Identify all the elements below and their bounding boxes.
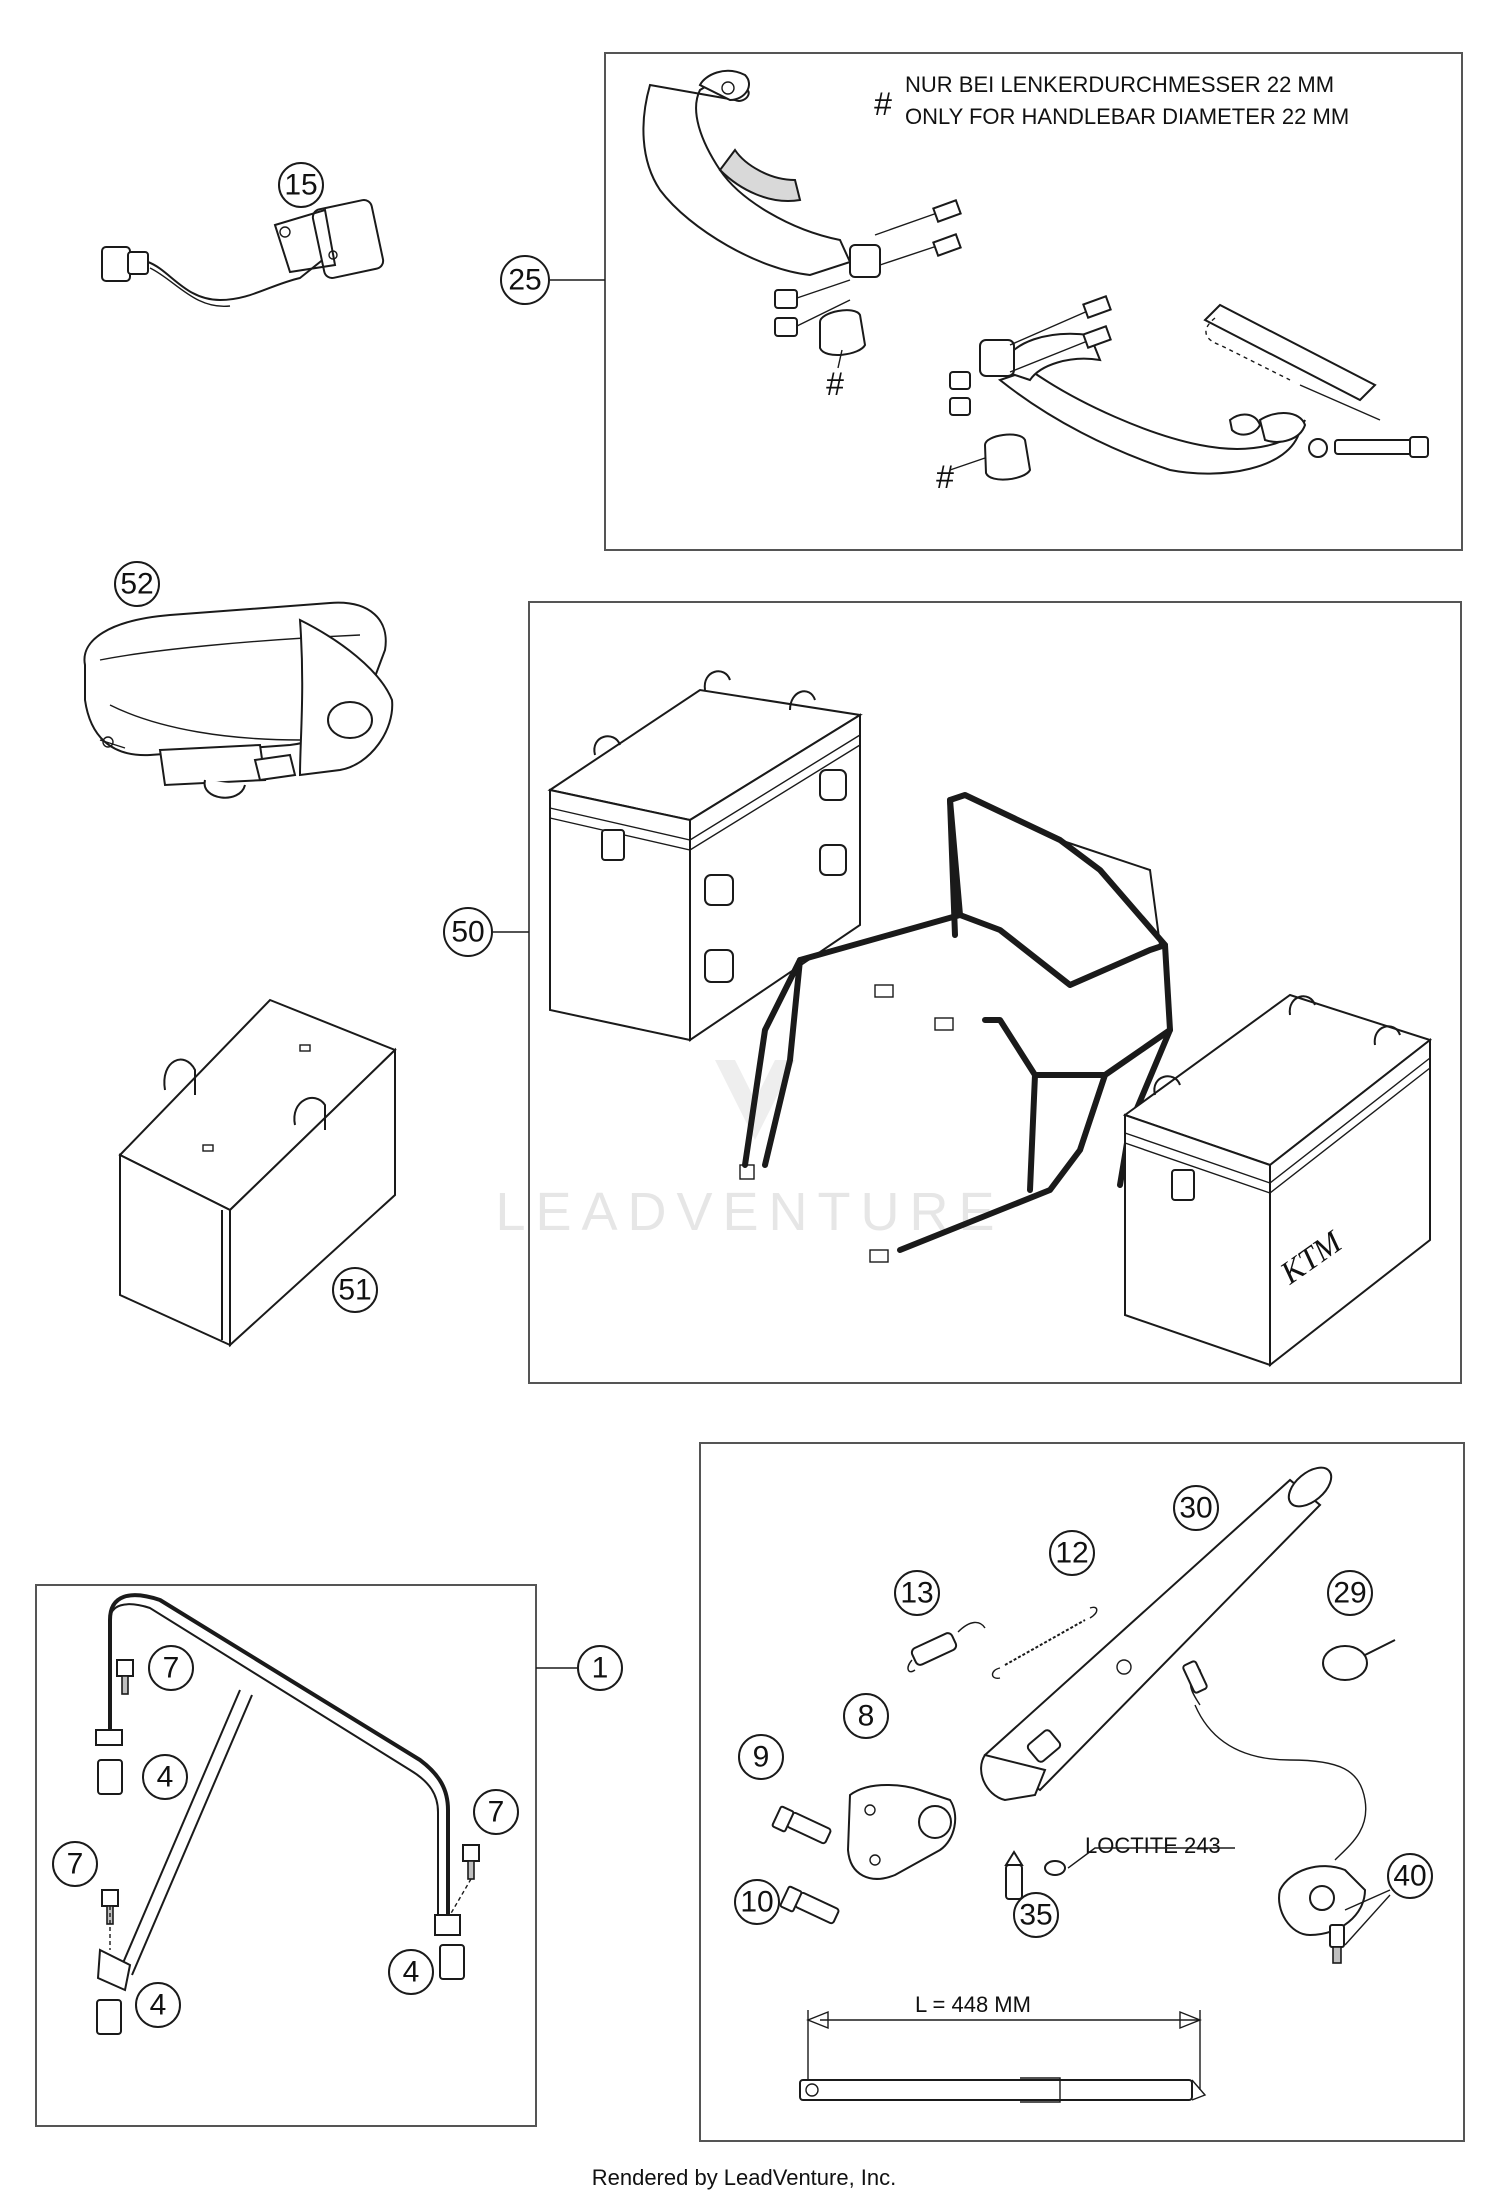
credit-line: Rendered by LeadVenture, Inc. — [592, 2165, 897, 2190]
callout-1: 1 — [577, 1645, 623, 1691]
svg-text:4: 4 — [403, 1956, 420, 1989]
handguard-left: # — [642, 69, 962, 402]
callout-52: 52 — [114, 561, 160, 607]
svg-text:52: 52 — [120, 568, 153, 601]
note-handlebar-en: ONLY FOR HANDLEBAR DIAMETER 22 MM — [905, 104, 1349, 129]
callout-8: 8 — [843, 1693, 889, 1739]
part-51-toolbox — [118, 998, 397, 1348]
length-note: L = 448 MM — [915, 1992, 1031, 2017]
rack-frame — [739, 792, 1173, 1263]
svg-text:4: 4 — [150, 1989, 167, 2022]
part-40-sensor — [1182, 1660, 1391, 1964]
callout-10: 10 — [734, 1879, 780, 1925]
callout-9: 9 — [738, 1734, 784, 1780]
svg-text:9: 9 — [753, 1741, 770, 1774]
handguard-group-frame — [604, 52, 1463, 551]
spacer-4-c — [96, 1999, 122, 2035]
svg-text:12: 12 — [1055, 1537, 1088, 1570]
left-case — [547, 670, 863, 1042]
callout-15: 15 — [278, 162, 324, 208]
callout-7-a: 7 — [148, 1645, 194, 1691]
svg-text:25: 25 — [508, 264, 541, 297]
callout-7-c: 7 — [52, 1841, 98, 1887]
side-stand-group-frame — [699, 1442, 1465, 2142]
callout-13: 13 — [894, 1570, 940, 1616]
svg-text:7: 7 — [67, 1848, 84, 1881]
part-1-grab-handle — [95, 1593, 480, 2035]
grab-handle-group-frame — [35, 1584, 537, 2127]
svg-text:29: 29 — [1333, 1577, 1366, 1610]
svg-text:51: 51 — [338, 1274, 371, 1307]
svg-text:7: 7 — [488, 1796, 505, 1829]
note-handlebar-de: NUR BEI LENKERDURCHMESSER 22 MM — [905, 72, 1334, 97]
svg-text:40: 40 — [1393, 1860, 1426, 1893]
spacer-4-b — [439, 1944, 465, 1980]
part-12-spring — [991, 1606, 1098, 1679]
svg-text:#: # — [874, 86, 892, 122]
length-gauge: L = 448 MM — [799, 1992, 1207, 2103]
right-case: KTM — [1122, 993, 1433, 1368]
callout-50: 50 — [443, 907, 493, 957]
callout-4-b: 4 — [388, 1949, 434, 1995]
spacer-4-a — [97, 1759, 123, 1795]
svg-text:4: 4 — [157, 1761, 174, 1794]
svg-text:7: 7 — [163, 1652, 180, 1685]
luggage-group-frame — [528, 601, 1462, 1384]
handguard-right: # — [936, 295, 1429, 495]
callout-30: 30 — [1173, 1485, 1219, 1531]
watermark-text: LEADVENTURE — [495, 1182, 1004, 1242]
part-15-harness — [101, 199, 385, 307]
callout-4-c: 4 — [135, 1982, 181, 2028]
svg-text:#: # — [826, 366, 844, 402]
screw-7-b — [462, 1844, 480, 1880]
callout-25: 25 — [500, 255, 550, 305]
callout-29: 29 — [1327, 1570, 1373, 1616]
part-8-bracket — [846, 1784, 957, 1880]
loctite-note: LOCTITE 243 — [1067, 1833, 1235, 1869]
part-29-cable-tie — [1322, 1639, 1396, 1681]
part-30-side-stand — [980, 1466, 1333, 1802]
callout-4-a: 4 — [142, 1754, 188, 1800]
part-35-pin — [1004, 1850, 1066, 1900]
callout-7-b: 7 — [473, 1789, 519, 1835]
svg-text:LOCTITE 243: LOCTITE 243 — [1085, 1833, 1221, 1858]
handguard-note: # NUR BEI LENKERDURCHMESSER 22 MM ONLY F… — [874, 72, 1349, 129]
part-10-bolt — [779, 1885, 840, 1925]
svg-text:#: # — [936, 459, 954, 495]
svg-text:8: 8 — [858, 1700, 875, 1733]
callout-40: 40 — [1387, 1853, 1433, 1899]
callout-12: 12 — [1049, 1530, 1095, 1576]
svg-text:13: 13 — [900, 1577, 933, 1610]
callout-51: 51 — [332, 1267, 378, 1313]
part-52-tank-bag — [83, 601, 394, 799]
part-9-bolt — [771, 1805, 832, 1845]
svg-text:15: 15 — [284, 169, 317, 202]
screw-7-a — [116, 1659, 134, 1695]
callout-35: 35 — [1013, 1892, 1059, 1938]
part-13-spring — [907, 1621, 986, 1673]
svg-text:10: 10 — [740, 1886, 773, 1919]
svg-text:1: 1 — [592, 1652, 609, 1685]
svg-text:50: 50 — [451, 916, 484, 949]
svg-text:35: 35 — [1019, 1899, 1052, 1932]
svg-text:30: 30 — [1179, 1492, 1212, 1525]
watermark: LEADVENTURE — [495, 1060, 1004, 1242]
